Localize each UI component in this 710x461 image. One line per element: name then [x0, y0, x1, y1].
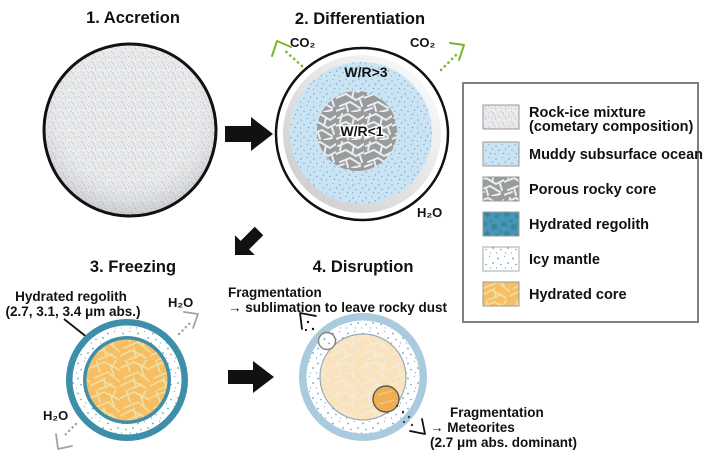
legend-label-muddy-ocean: Muddy subsurface ocean — [529, 147, 703, 163]
legend-box: Rock-ice mixture (cometary composition) … — [462, 82, 703, 323]
hydrated-regolith-callout-line1: Hydrated regolith — [15, 289, 127, 304]
legend-swatch-muddy-ocean — [482, 141, 520, 167]
stage3-hydrated-core — [86, 339, 168, 421]
arrow-stage3-to-stage4 — [228, 361, 274, 393]
hydrated-regolith-callout-line2: (2.7, 3.1, 3.4 μm abs.) — [5, 304, 140, 319]
stage1-accretion-body — [42, 42, 218, 218]
legend-label-icy-mantle: Icy mantle — [529, 252, 600, 268]
legend-swatch-porous-core — [482, 176, 520, 202]
stage2-title: 2. Differentiation — [295, 10, 425, 28]
frag-sublimation-line2: → sublimation to leave rocky dust — [228, 300, 448, 315]
legend-label-porous-core: Porous rocky core — [529, 182, 656, 198]
co2-arrow-right-dots — [439, 51, 460, 72]
stage4-title: 4. Disruption — [313, 258, 414, 276]
h2o-label-stage2: H₂O — [417, 205, 442, 220]
co2-arrows — [271, 40, 465, 72]
legend-swatch-icy-mantle — [482, 246, 520, 272]
h2o-label-stage3-bottom: H₂O — [43, 408, 68, 423]
h2o-arrow-top-dots — [177, 319, 194, 336]
legend-label-rock-ice-line2: (cometary composition) — [529, 119, 694, 135]
stage3-title: 3. Freezing — [90, 258, 176, 276]
co2-label-left: CO₂ — [290, 35, 316, 50]
stage4-disruption-body — [299, 313, 427, 441]
frag-meteorites-line3: (2.7 μm abs. dominant) — [430, 435, 577, 450]
h2o-arrow-top-head — [183, 311, 199, 329]
co2-arrow-left-head — [271, 40, 292, 57]
legend-swatch-hydrated-regolith — [482, 211, 520, 237]
frag-arrow-up-dots — [304, 320, 315, 332]
stage1-title: 1. Accretion — [86, 9, 180, 27]
legend-label-hydrated-core: Hydrated core — [529, 287, 627, 303]
co2-arrow-right-head — [449, 42, 465, 61]
ice-fragment-circle — [317, 331, 337, 351]
frag-meteorites-line1: Fragmentation — [450, 405, 544, 420]
legend-swatch-rock-ice — [482, 104, 520, 130]
stage2-porous-rocky-core — [317, 91, 397, 171]
frag-arrow-up-head — [299, 312, 317, 330]
h2o-arrows-stage3 — [55, 311, 199, 450]
stage3-freezing-body — [66, 319, 188, 441]
co2-arrow-left-dots — [281, 47, 304, 68]
fragmentation-arrows — [299, 312, 426, 435]
legend-label-hydrated-regolith: Hydrated regolith — [529, 217, 649, 233]
frag-arrow-down-head — [409, 418, 426, 435]
callout-leader-line — [63, 318, 89, 339]
frag-meteorites-line2: → Meteorites — [430, 420, 515, 435]
frag-sublimation-line1: Fragmentation — [228, 285, 322, 300]
wr-outer-label: W/R>3 — [344, 64, 387, 80]
legend-label-rock-ice-line1: Rock-ice mixture — [529, 105, 646, 121]
h2o-arrow-bottom-head — [55, 433, 73, 450]
meteorite-fragment-cracks — [377, 390, 395, 405]
meteorite-fragment-circle — [372, 385, 400, 413]
rock-ice-sphere-shading — [42, 42, 218, 218]
arrow-stage1-to-stage2 — [225, 117, 273, 151]
ice-fragment-dot — [328, 342, 330, 345]
arrow-stage2-to-stage3 — [234, 226, 264, 256]
h2o-label-stage3-top: H₂O — [168, 295, 193, 310]
frag-arrow-down-dots — [395, 404, 414, 427]
stage2-differentiation-body: W/R>3 W/R<1 — [274, 46, 450, 222]
ice-fragment-dot — [323, 338, 326, 340]
co2-label-right: CO₂ — [410, 35, 436, 50]
wr-core-label: W/R<1 — [340, 123, 383, 139]
h2o-arrow-bottom-dots — [63, 422, 78, 437]
legend-swatch-hydrated-core — [482, 281, 520, 307]
